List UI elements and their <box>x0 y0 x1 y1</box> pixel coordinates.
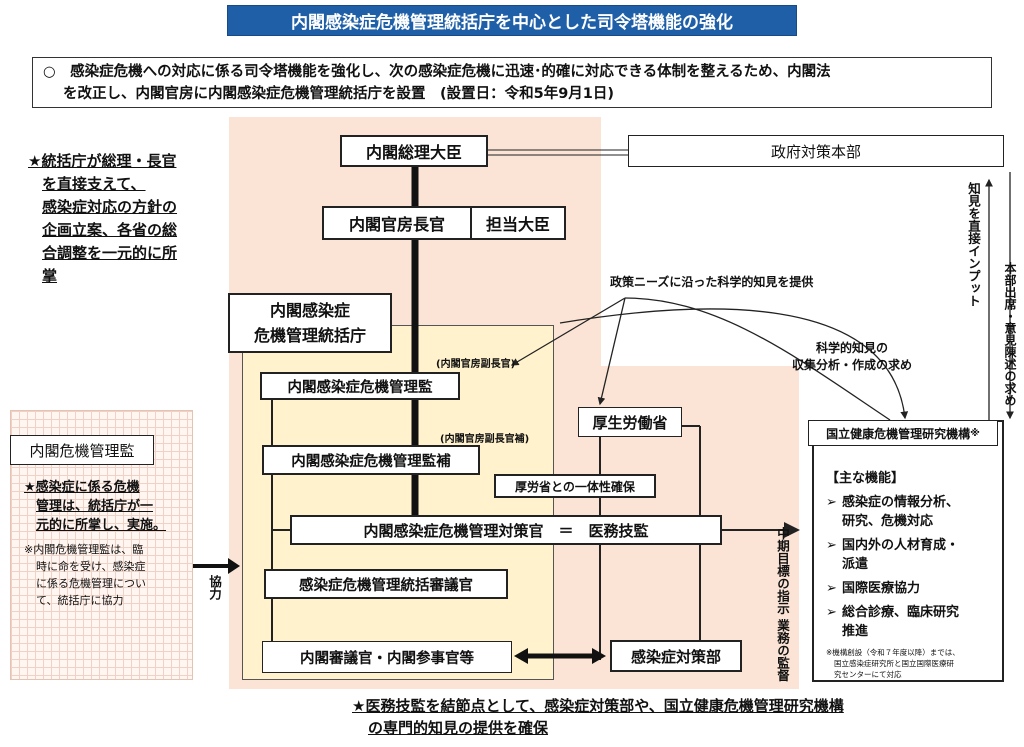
function-text: 感染症の情報分析、 <box>842 495 960 510</box>
crisis-note-line: ★感染症に係る危機 <box>24 480 140 495</box>
government-hq-box: 政府対策本部 <box>628 135 1004 167</box>
footnote-line: 国立感染症研究所と国立国際医療研 <box>834 659 954 668</box>
attendance-request-label: 本部出席・意見陳述の求め <box>1003 262 1017 406</box>
summary-line-2: を改正し、内閣官房に内閣感染症危機管理統括庁を設置 (設置日：令和5年9月1日) <box>63 86 615 102</box>
niid-panel <box>812 420 1004 682</box>
niid-footnote-mark: ※ <box>970 427 980 439</box>
left-note-line: 感染症対応の方針の <box>42 198 178 216</box>
business-supervision-text: 業務の監督 <box>775 618 790 682</box>
function-text: 推進 <box>842 624 869 639</box>
function-item: ➢ 国際医療協力 <box>826 579 1002 598</box>
niid-name: 国立健康危機管理研究機構 <box>826 426 971 441</box>
mid-term-supervision-label: 中期目標の指示 業務の監督 <box>774 527 791 681</box>
crisis-note: ★感染症に係る危機 管理は、統括庁が一 元的に所掌し、実施。 ※内閣危機管理監は… <box>24 478 190 609</box>
niid-title-box: 国立健康危機管理研究機構※ <box>808 420 998 446</box>
arrow-bullet-icon: ➢ <box>826 538 837 553</box>
function-item: ➢ 国内外の人材育成・派遣 <box>826 536 1002 574</box>
agency-box: 内閣感染症 危機管理統括庁 <box>228 293 392 353</box>
left-note-line: を直接支えて、 <box>42 175 146 193</box>
councillor-box: 感染症危機管理統括審議官 <box>264 569 508 599</box>
direct-input-label: 知見を直接インプット <box>966 182 981 307</box>
crisis-note-line: 管理は、統括庁が一 <box>36 499 154 514</box>
crisis-note-small-line: に係る危機管理につい <box>36 577 146 590</box>
niid-footnote: ※機構創設（令和７年度以降）までは、 国立感染症研究所と国立国際医療研 究センタ… <box>826 647 1002 680</box>
function-text: 総合診療、臨床研究 <box>842 605 960 620</box>
bottom-note-line: ★医務技監を結節点として、感染症対策部や、国立健康危機管理研究機構 <box>352 697 844 715</box>
arrow-bullet-icon: ➢ <box>826 581 837 596</box>
mid-term-goal-text: 中期目標の指示 <box>775 527 790 615</box>
crisis-note-small-line: 時に命を受け、感染症 <box>36 560 146 573</box>
cooperation-label: 協力 <box>207 575 222 600</box>
mhlw-box: 厚生労働省 <box>578 407 682 437</box>
page-title: 内閣感染症危機管理統括庁を中心とした司令塔機能の強化 <box>227 5 797 36</box>
chief-cabinet-secretary-box: 内閣官房長官 <box>322 206 472 240</box>
function-text: 国内外の人材育成・ <box>842 538 960 553</box>
unity-box: 厚労省との一体性確保 <box>494 474 656 498</box>
scientific-request-line-1: 科学的知見の <box>816 341 889 355</box>
main-functions: 【主な機能】 ➢ 感染症の情報分析、研究、危機対応 ➢ 国内外の人材育成・派遣 ➢ 国… <box>826 467 1002 680</box>
left-note-line: 合調整を一元的に所 <box>42 244 178 262</box>
crisis-note-small-line: て、統括庁に協力 <box>36 594 124 607</box>
scientific-request-line-2: 収集分析・作成の求め <box>792 358 913 372</box>
arrow-bullet-icon: ➢ <box>826 605 837 620</box>
crisis-note-small-line: ※内閣危機管理監は、臨 <box>24 543 144 556</box>
function-text: 派遣 <box>842 557 869 572</box>
left-note-line: ★統括庁が総理・長官 <box>28 152 177 170</box>
left-note: ★統括庁が総理・長官 を直接支えて、 感染症対応の方針の 企画立案、各省の総 合… <box>28 150 228 288</box>
footnote-line: 究センターにて対応 <box>834 670 902 679</box>
left-note-line: 企画立案、各省の総 <box>42 221 178 239</box>
function-text: 研究、危機対応 <box>842 514 934 529</box>
deputy-chief-label: (内閣官房副長官) <box>436 359 516 370</box>
medical-officer-box: 内閣感染症危機管理対策官 ＝ 医務技監 <box>290 515 722 545</box>
left-note-line: 掌 <box>42 267 58 285</box>
supervisor-box: 内閣感染症危機管理監 <box>260 372 460 400</box>
supervisor-assistant-box: 内閣感染症危機管理監補 <box>262 445 480 475</box>
minister-in-charge-box: 担当大臣 <box>470 206 566 240</box>
arrow-bullet-icon: ➢ <box>826 495 837 510</box>
function-text: 国際医療協力 <box>842 581 921 596</box>
function-item: ➢ 総合診療、臨床研究推進 <box>826 603 1002 641</box>
scientific-request-label: 科学的知見の 収集分析・作成の求め <box>792 340 912 374</box>
deputy-assistant-label: (内閣官房副長官補) <box>440 434 530 445</box>
summary-box: ○ 感染症危機への対応に係る司令塔機能を強化し、次の感染症危機に迅速･的確に対応… <box>32 57 992 108</box>
bottom-note-line: の専門的知見の提供を確保 <box>368 719 549 737</box>
bottom-note: ★医務技監を結節点として、感染症対策部や、国立健康危機管理研究機構 の専門的知見… <box>352 695 844 739</box>
policy-needs-label: 政策ニーズに沿った科学的知見を提供 <box>610 275 814 289</box>
infectious-disease-bureau-box: 感染症対策部 <box>610 640 742 672</box>
function-item: ➢ 感染症の情報分析、研究、危機対応 <box>826 493 1002 531</box>
functions-heading: 【主な機能】 <box>826 471 905 486</box>
agency-name-line-2: 危機管理統括庁 <box>253 326 366 345</box>
prime-minister-box: 内閣総理大臣 <box>340 135 488 167</box>
cabinet-staff-box: 内閣審議官・内閣参事官等 <box>262 641 512 673</box>
summary-line-1: ○ 感染症危機への対応に係る司令塔機能を強化し、次の感染症危機に迅速･的確に対応… <box>43 64 831 80</box>
cabinet-crisis-manager-box: 内閣危機管理監 <box>10 435 154 465</box>
footnote-line: ※機構創設（令和７年度以降）までは、 <box>826 648 960 657</box>
crisis-note-line: 元的に所掌し、実施。 <box>36 518 167 533</box>
agency-name-line-1: 内閣感染症 <box>269 301 350 320</box>
